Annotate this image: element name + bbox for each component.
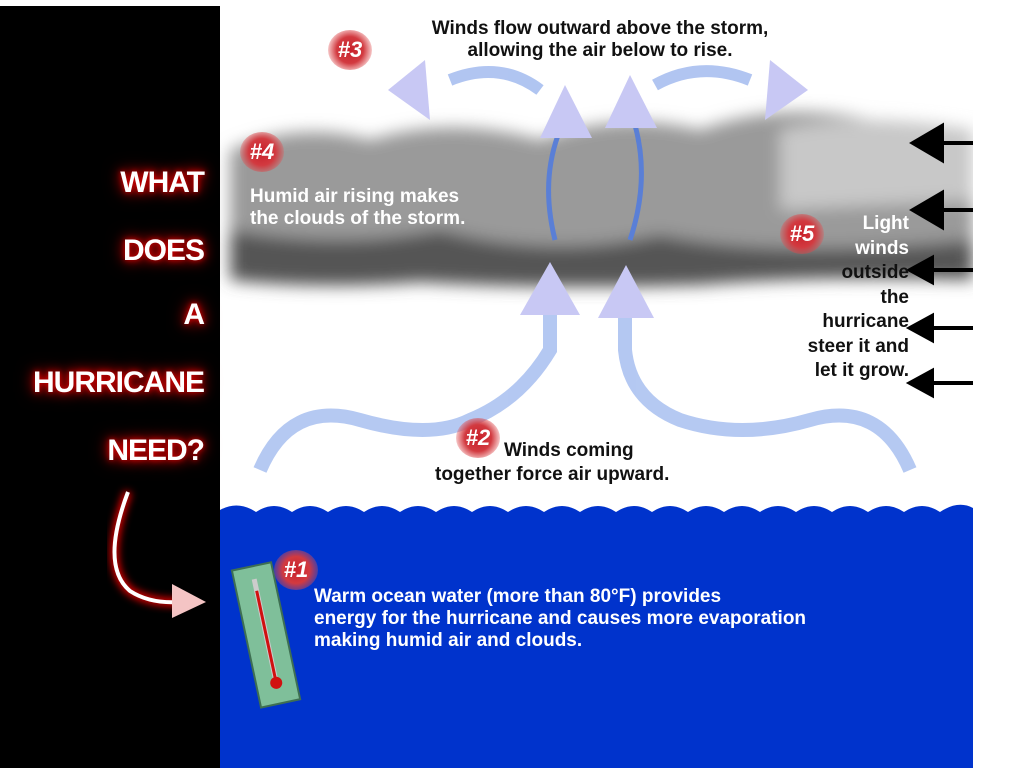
converging-winds: [253, 300, 917, 473]
step-1-badge: #1: [274, 550, 318, 590]
outflow-arrows: [388, 60, 808, 120]
thermometer-icon: [230, 561, 302, 709]
steering-arrows: [905, 122, 973, 399]
rising-air-streams: [546, 124, 644, 241]
diagram-graphics: [220, 60, 973, 768]
text-line: energy for the hurricane and causes more…: [314, 608, 807, 629]
step-3-badge: #3: [328, 30, 372, 70]
step-2-badge: #2: [456, 418, 500, 458]
step-5-text: Light winds outside the hurricane steer …: [808, 212, 909, 384]
step-4-badge: #4: [240, 132, 284, 172]
step-4-text: Humid air rising makes the clouds of the…: [250, 186, 465, 230]
text-line: Light: [862, 213, 909, 234]
text-line: the clouds of the storm.: [250, 208, 466, 229]
step-1-text: Warm ocean water (more than 80°F) provid…: [314, 586, 806, 652]
step-3-text: Winds flow outward above the storm, allo…: [370, 18, 830, 62]
text-line: Winds flow outward above the storm,: [431, 18, 769, 39]
title-word: WHAT: [120, 166, 205, 199]
text-line: making humid air and clouds.: [314, 630, 583, 651]
text-line: let it grow.: [814, 360, 909, 381]
text-line: steer it and: [807, 335, 909, 357]
step-2-text-line: Winds coming: [504, 440, 634, 461]
step-2-text-line: together force air upward.: [435, 464, 670, 485]
curved-arrow-icon: [110, 490, 206, 618]
title-word: DOES: [122, 234, 205, 267]
text-line: Humid air rising makes: [250, 186, 460, 207]
text-line: the: [880, 286, 910, 308]
rising-arrows: [540, 75, 657, 138]
title-word: NEED?: [107, 434, 205, 467]
title-panel: WHAT DOES A HURRICANE NEED?: [0, 6, 220, 768]
diagram: #1 Warm ocean water (more than 80°F) pro…: [220, 0, 973, 768]
text-line: winds: [855, 237, 909, 259]
ocean: [220, 504, 973, 768]
outflow-winds: [447, 65, 753, 95]
up-arrows: [520, 262, 654, 318]
title-word: A: [183, 298, 205, 331]
title-word: HURRICANE: [33, 366, 205, 399]
step-5-badge: #5: [780, 214, 824, 254]
text-line: Warm ocean water (more than 80°F) provid…: [314, 586, 722, 607]
text-line: allowing the air below to rise.: [467, 40, 733, 61]
text-line: hurricane: [822, 311, 909, 332]
text-line: outside: [841, 262, 909, 283]
